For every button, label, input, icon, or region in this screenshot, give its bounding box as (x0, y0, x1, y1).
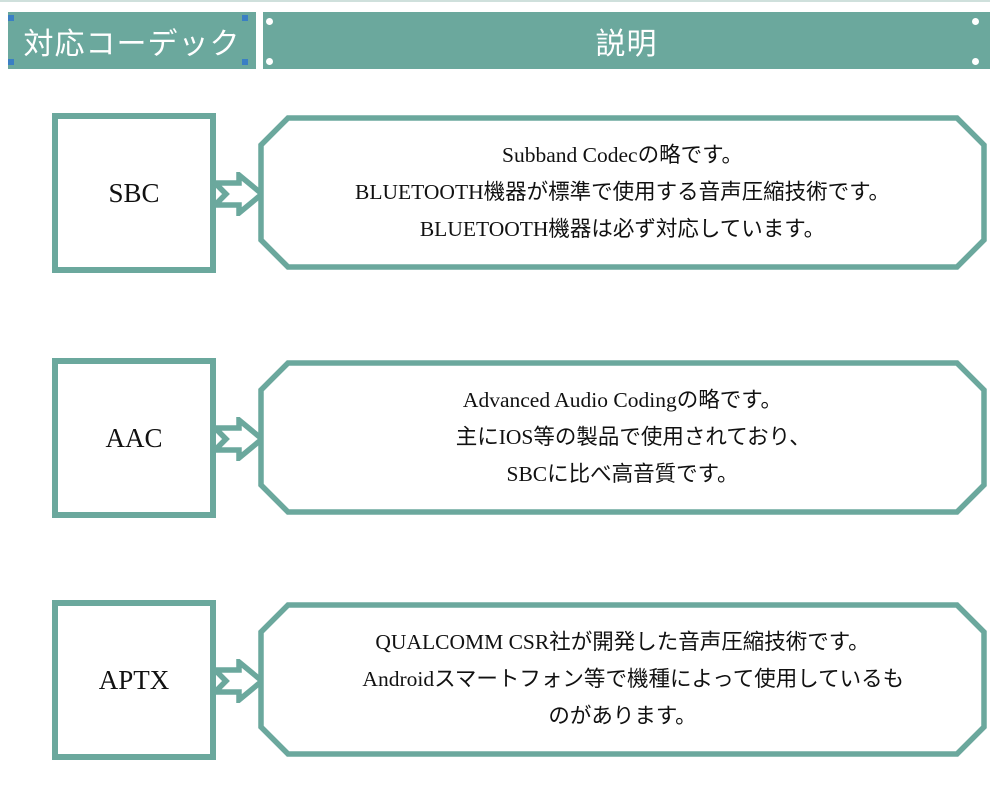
arrow-right-icon (212, 417, 266, 461)
description-box-aac: Advanced Audio Codingの略です。 主にIOS等の製品で使用さ… (258, 360, 987, 515)
description-box-aptx: QUALCOMM CSR社が開発した音声圧縮技術です。 Androidスマートフ… (258, 602, 987, 757)
description-line: SBCに比べ高音質です。 (506, 462, 739, 486)
anchor-dot-top-right (972, 18, 979, 25)
header-description-label: 説明 (595, 27, 658, 61)
description-box-sbc: Subband Codecの略です。 BLUETOOTH機器が標準で使用する音声… (258, 115, 987, 270)
codec-box-aac: AAC (52, 358, 216, 518)
anchor-dot-top-left (266, 18, 273, 25)
selection-handle-top-left[interactable] (8, 15, 14, 21)
description-line: QUALCOMM CSR社が開発した音声圧縮技術です。 (375, 630, 870, 654)
description-line: のがあります。 (548, 704, 697, 728)
description-line: Advanced Audio Codingの略です。 (462, 388, 783, 412)
header-description-column[interactable]: 説明 (263, 12, 990, 69)
octagon-outline (258, 115, 987, 270)
selection-handle-bottom-left[interactable] (8, 59, 14, 65)
description-text-aptx: QUALCOMM CSR社が開発した音声圧縮技術です。 Androidスマートフ… (288, 602, 957, 757)
codec-label-aac: AAC (105, 422, 163, 453)
codec-label-sbc: SBC (108, 177, 160, 208)
codec-box-sbc: SBC (52, 113, 216, 273)
description-line: 主にIOS等の製品で使用されており、 (434, 425, 811, 449)
anchor-dot-bottom-right (972, 58, 979, 65)
description-line: BLUETOOTH機器は必ず対応しています。 (419, 217, 826, 241)
selection-handle-bottom-right[interactable] (242, 59, 248, 65)
octagon-outline (258, 602, 987, 757)
anchor-dot-bottom-left (266, 58, 273, 65)
selection-handle-top-right[interactable] (242, 15, 248, 21)
description-text-aac: Advanced Audio Codingの略です。 主にIOS等の製品で使用さ… (288, 360, 957, 515)
header-codec-label: 対応コーデック (23, 27, 241, 61)
description-line: Androidスマートフォン等で機種によって使用しているも (340, 667, 905, 691)
description-text-sbc: Subband Codecの略です。 BLUETOOTH機器が標準で使用する音声… (288, 115, 957, 270)
header-codec-column[interactable]: 対応コーデック (8, 12, 256, 69)
arrow-right-icon (212, 659, 266, 703)
codec-box-aptx: APTX (52, 600, 216, 760)
description-line: BLUETOOTH機器が標準で使用する音声圧縮技術です。 (355, 180, 890, 204)
top-divider-line (0, 0, 990, 2)
description-line: Subband Codecの略です。 (502, 143, 743, 167)
arrow-right-icon (212, 172, 266, 216)
octagon-outline (258, 360, 987, 515)
codec-label-aptx: APTX (98, 664, 170, 695)
